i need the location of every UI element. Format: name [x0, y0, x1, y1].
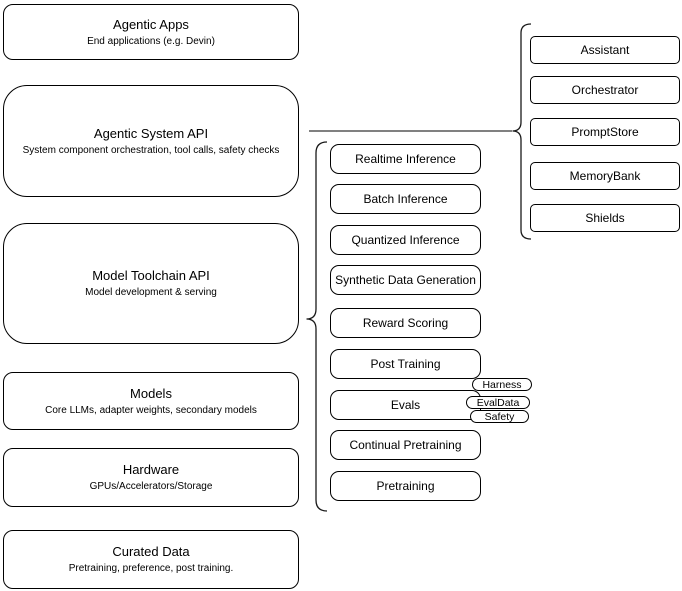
- node-label: Reward Scoring: [362, 316, 449, 330]
- node-subtitle: Core LLMs, adapter weights, secondary mo…: [45, 404, 257, 416]
- tag-evaldata: EvalData: [466, 396, 530, 409]
- node-models: Models Core LLMs, adapter weights, secon…: [3, 372, 299, 430]
- node-agentic-system-api: Agentic System API System component orch…: [3, 85, 299, 197]
- node-synthetic-data-generation: Synthetic Data Generation: [330, 265, 481, 295]
- tag-label: Harness: [482, 378, 522, 391]
- node-label: Quantized Inference: [351, 233, 460, 247]
- node-quantized-inference: Quantized Inference: [330, 225, 481, 255]
- node-post-training: Post Training: [330, 349, 481, 379]
- system-brace: [512, 23, 532, 240]
- node-label: Assistant: [580, 43, 630, 57]
- node-memorybank: MemoryBank: [530, 162, 680, 190]
- node-pretraining: Pretraining: [330, 471, 481, 501]
- node-title: Hardware: [122, 462, 180, 477]
- node-continual-pretraining: Continual Pretraining: [330, 430, 481, 460]
- node-label: MemoryBank: [569, 169, 641, 183]
- node-subtitle: Model development & serving: [85, 287, 217, 298]
- node-evals: Evals: [330, 390, 481, 420]
- node-shields: Shields: [530, 204, 680, 232]
- node-label: Shields: [585, 211, 625, 225]
- node-label: Realtime Inference: [355, 152, 456, 166]
- node-label: Pretraining: [376, 479, 435, 493]
- node-curated-data: Curated Data Pretraining, preference, po…: [3, 530, 299, 589]
- tag-harness: Harness: [472, 378, 532, 391]
- node-model-toolchain-api: Model Toolchain API Model development & …: [3, 223, 299, 344]
- node-label: Synthetic Data Generation: [335, 273, 476, 287]
- node-title: Models: [130, 385, 172, 401]
- node-subtitle: Pretraining, preference, post training.: [68, 563, 234, 574]
- node-title: Curated Data: [112, 544, 190, 559]
- toolchain-brace: [306, 141, 328, 512]
- node-label: Batch Inference: [363, 192, 448, 206]
- node-batch-inference: Batch Inference: [330, 184, 481, 214]
- node-label: PromptStore: [571, 125, 639, 139]
- node-realtime-inference: Realtime Inference: [330, 144, 481, 174]
- node-agentic-apps: Agentic Apps End applications (e.g. Devi…: [3, 4, 299, 60]
- node-title: Agentic Apps: [113, 16, 189, 32]
- node-subtitle: GPUs/Accelerators/Storage: [89, 481, 213, 492]
- node-assistant: Assistant: [530, 36, 680, 64]
- node-promptstore: PromptStore: [530, 118, 680, 146]
- node-label: Continual Pretraining: [349, 438, 462, 452]
- node-title: Model Toolchain API: [92, 268, 210, 283]
- node-subtitle: End applications (e.g. Devin): [87, 35, 215, 47]
- node-hardware: Hardware GPUs/Accelerators/Storage: [3, 448, 299, 507]
- node-orchestrator: Orchestrator: [530, 76, 680, 104]
- node-label: Orchestrator: [571, 83, 639, 97]
- node-label: Evals: [390, 398, 421, 412]
- node-reward-scoring: Reward Scoring: [330, 308, 481, 338]
- node-title: Agentic System API: [93, 125, 209, 141]
- tag-safety: Safety: [470, 410, 529, 423]
- node-subtitle: System component orchestration, tool cal…: [22, 144, 280, 156]
- node-label: Post Training: [370, 357, 441, 371]
- tag-label: Safety: [484, 410, 515, 423]
- tag-label: EvalData: [476, 396, 520, 409]
